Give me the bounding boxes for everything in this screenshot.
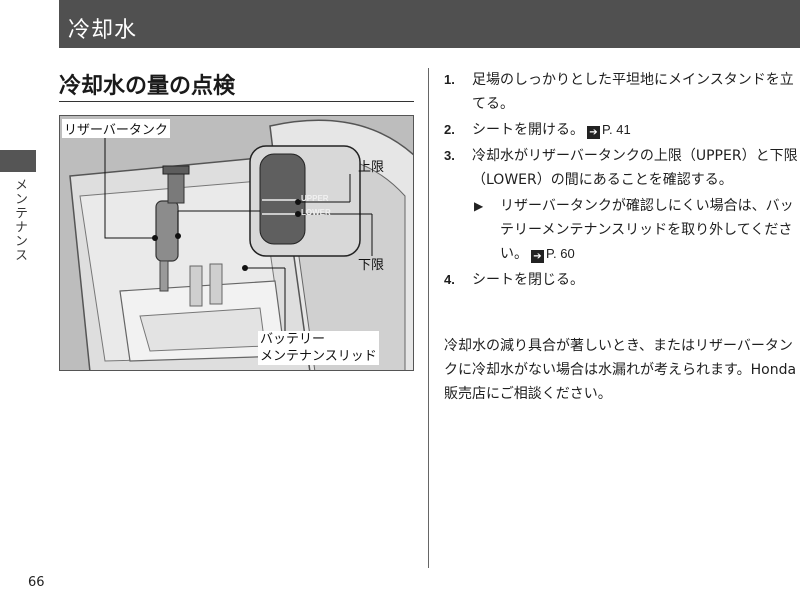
page-reference-icon: ➔ [531, 250, 544, 263]
coolant-illustration [60, 116, 413, 370]
column-divider [428, 68, 429, 568]
closing-paragraph: 冷却水の減り具合が著しいとき、またはリザーバータンクに冷却水がない場合は水漏れが… [444, 338, 797, 402]
step-3: 3. 冷却水がリザーバータンクの上限（UPPER）と下限（LOWER）の間にある… [444, 144, 800, 192]
step-text: 足場のしっかりとした平坦地にメインスタンドを立てる。 [472, 72, 794, 112]
step-text: シートを閉じる。 [472, 272, 584, 288]
label-battery-lid-line2: メンテナンスリッド [260, 349, 377, 364]
side-tab [0, 150, 36, 172]
step-2: 2. シートを開ける。➔P. 41 [444, 118, 800, 142]
step-text: シートを開ける。 [472, 122, 584, 138]
header-title: 冷却水 [68, 18, 138, 43]
step-text: 冷却水がリザーバータンクの上限（UPPER）と下限（LOWER）の間にあることを… [472, 148, 798, 188]
note-triangle-icon: ▶ [474, 199, 484, 213]
section-title: 冷却水の量の点検 [59, 74, 236, 99]
label-upper-limit: 上限 [358, 160, 385, 175]
note-text: リザーバータンクが確認しにくい場合は、バッテリーメンテナンスリッドを取り外してく… [500, 198, 794, 262]
label-lower-limit: 下限 [358, 258, 385, 273]
page-reference-link[interactable]: P. 60 [546, 246, 575, 261]
step-number: 4. [444, 272, 455, 287]
page-number: 66 [28, 575, 45, 590]
step-4: 4. シートを閉じる。 [444, 268, 800, 292]
label-battery-lid-line1: バッテリー [260, 332, 326, 347]
step-number: 1. [444, 72, 455, 87]
coolant-figure: リザーバータンク UPPER LOWER 上限 下限 バッテリー メンテナンスリ… [59, 115, 414, 371]
tank-mark-upper: UPPER [301, 194, 329, 203]
procedure-steps: 1. 足場のしっかりとした平坦地にメインスタンドを立てる。 2. シートを開ける… [444, 68, 800, 294]
step-1: 1. 足場のしっかりとした平坦地にメインスタンドを立てる。 [444, 68, 800, 116]
title-rule [59, 101, 414, 102]
side-tab-label: メンテナンス [12, 178, 27, 262]
label-battery-maintenance-lid: バッテリー メンテナンスリッド [258, 331, 379, 365]
step-number: 3. [444, 148, 455, 163]
page-reference-icon: ➔ [587, 126, 600, 139]
label-reservoir-tank: リザーバータンク [62, 119, 170, 138]
page-reference-link[interactable]: P. 41 [602, 122, 631, 137]
step-number: 2. [444, 122, 455, 137]
tank-mark-lower: LOWER [301, 208, 331, 217]
header-bar [59, 0, 800, 48]
step-3-note: ▶ リザーバータンクが確認しにくい場合は、バッテリーメンテナンスリッドを取り外し… [444, 194, 800, 266]
